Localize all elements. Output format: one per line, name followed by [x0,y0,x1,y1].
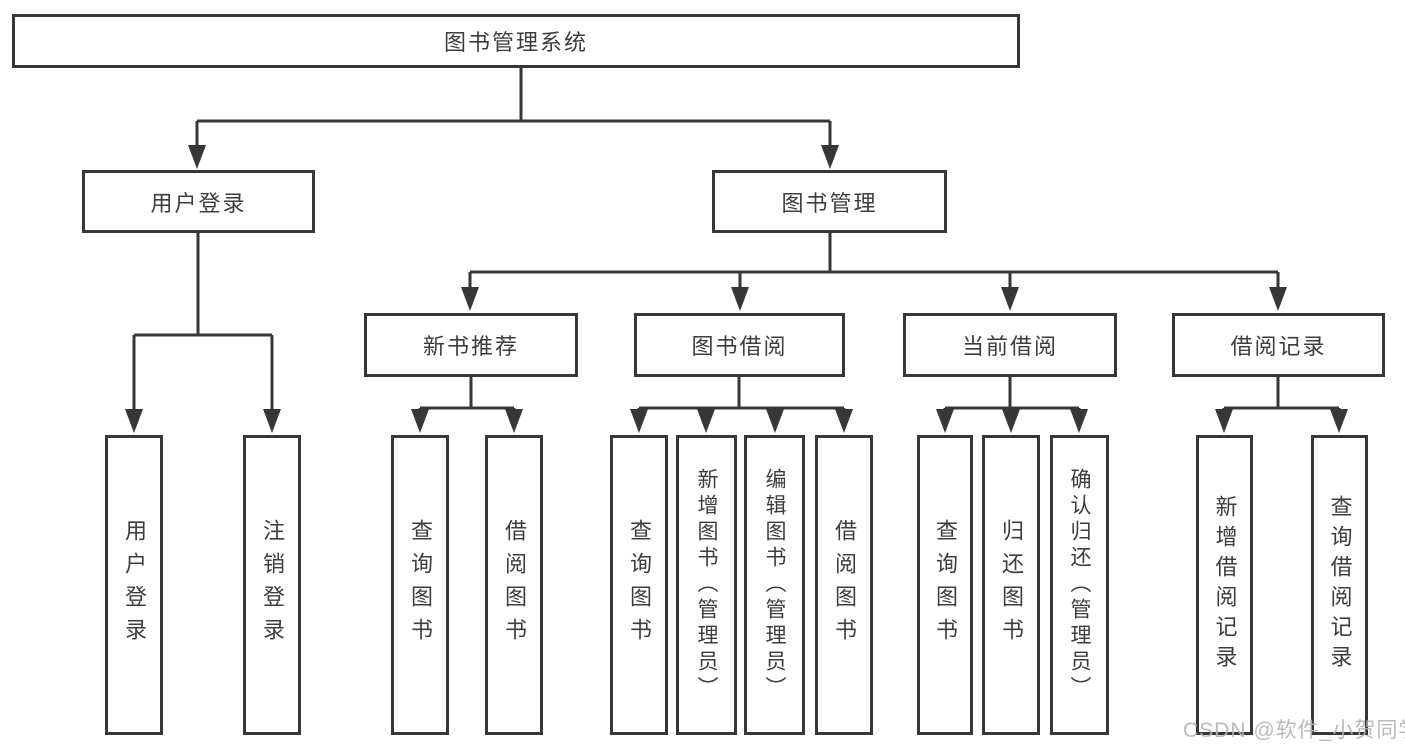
arrow-down-icon [263,409,281,433]
node-current-borrowing: 当前借阅 [903,313,1117,377]
arrow-down-icon [1002,409,1020,433]
leaf-label: 借阅图书 [832,519,857,651]
node-book-borrowing: 图书借阅 [634,313,845,377]
leaf-query-books-3: 查询图书 [917,435,973,735]
arrow-down-icon [821,145,839,169]
arrow-down-icon [766,409,784,433]
leaf-user-login: 用户登录 [105,435,163,735]
leaf-label: 编辑图书（管理员） [763,468,786,702]
leaf-confirm-return-admin: 确认归还（管理员） [1050,435,1109,735]
leaf-logout: 注销登录 [243,435,301,735]
leaf-label: 查询图书 [933,519,958,651]
arrow-down-icon [1215,409,1233,433]
connector-current-borrowing-to-leaves [936,377,1088,433]
leaf-borrow-books-1: 借阅图书 [485,435,543,735]
leaf-label: 查询借阅记录 [1327,495,1353,675]
leaf-label: 查询图书 [627,519,652,651]
connector-user-login-to-leaves [125,233,281,433]
arrow-down-icon [1001,287,1019,311]
arrow-down-icon [697,409,715,433]
leaf-label: 归还图书 [999,519,1024,651]
leaf-query-books-2: 查询图书 [610,435,668,735]
arrow-down-icon [505,409,523,433]
arrow-down-icon [936,409,954,433]
node-label: 图书管理系统 [443,30,588,55]
leaf-label: 注销登录 [260,519,285,651]
arrow-down-icon [411,409,429,433]
leaf-label: 查询图书 [408,519,433,651]
connector-book-borrowing-to-leaves [630,377,853,433]
node-label: 用户登录 [150,190,247,216]
leaf-label: 确认归还（管理员） [1068,468,1091,702]
node-book-management: 图书管理 [712,170,947,233]
leaf-query-borrow-record: 查询借阅记录 [1311,435,1368,735]
connector-new-book-recommend-to-leaves [411,377,523,433]
leaf-label: 新增借阅记录 [1212,495,1238,675]
node-label: 当前借阅 [961,334,1058,359]
connector-borrow-records-to-leaves [1215,377,1348,433]
node-label: 图书管理 [781,190,878,216]
arrow-down-icon [188,145,206,169]
connector-root-to-level2 [188,68,839,169]
leaf-edit-book-admin: 编辑图书（管理员） [744,435,805,735]
arrow-down-icon [461,287,479,311]
node-new-book-recommend: 新书推荐 [364,313,578,377]
leaf-query-books-1: 查询图书 [391,435,449,735]
leaf-add-borrow-record: 新增借阅记录 [1196,435,1253,735]
connector-book-management-to-level3 [461,233,1287,311]
arrow-down-icon [125,409,143,433]
arrow-down-icon [731,287,749,311]
node-user-login: 用户登录 [82,170,315,233]
leaf-label: 新增图书（管理员） [695,468,718,702]
leaf-borrow-books-2: 借阅图书 [815,435,873,735]
arrow-down-icon [1330,409,1348,433]
node-label: 图书借阅 [691,334,788,359]
leaf-label: 用户登录 [122,519,147,651]
node-library-management-system: 图书管理系统 [12,14,1020,68]
arrow-down-icon [1070,409,1088,433]
leaf-add-book-admin: 新增图书（管理员） [676,435,737,735]
arrow-down-icon [630,409,648,433]
node-label: 新书推荐 [422,334,519,359]
arrow-down-icon [835,409,853,433]
node-borrow-records: 借阅记录 [1172,313,1385,377]
leaf-label: 借阅图书 [502,519,527,651]
leaf-return-books: 归还图书 [982,435,1040,735]
arrow-down-icon [1269,287,1287,311]
csdn-watermark: CSDN @软件_小贺同学 [1183,719,1405,742]
node-label: 借阅记录 [1230,334,1327,359]
